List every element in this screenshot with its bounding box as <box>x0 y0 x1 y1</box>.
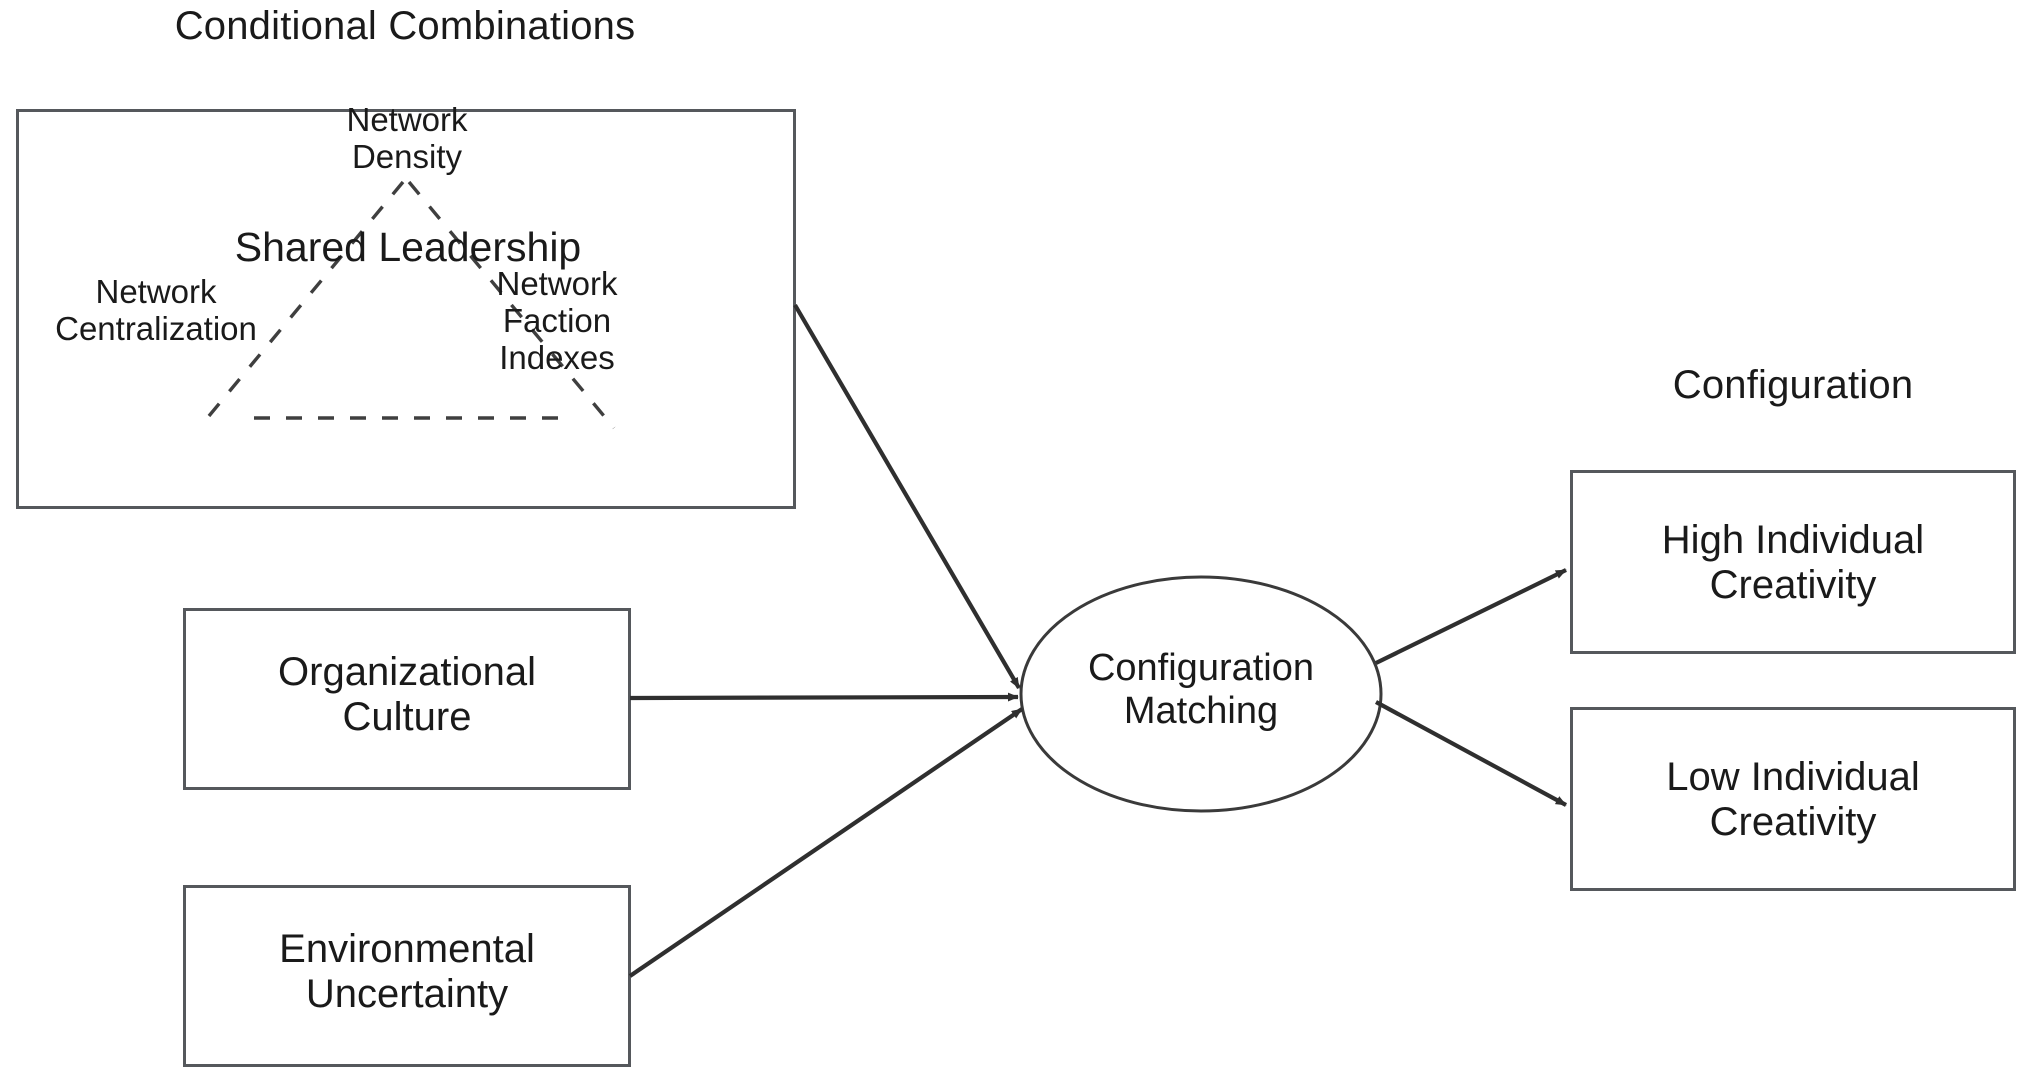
configuration-title: Configuration <box>1672 363 1914 407</box>
edge-uncertainty-to-matching <box>628 707 1024 978</box>
organizational-culture-label: Organizational Culture <box>278 650 536 739</box>
edge-shared-leadership-to-matching <box>793 303 1021 690</box>
shared-leadership-label: Shared Leadership <box>234 224 582 270</box>
triangle-vertex-network-centralization: Network Centralization <box>55 273 257 347</box>
triangle-left-edge <box>197 180 405 430</box>
triangle-right-edge <box>407 180 616 430</box>
environmental-uncertainty-label: Environmental Uncertainty <box>279 927 535 1016</box>
triangle-vertex-network-faction-indexes: Network Faction Indexes <box>496 265 618 376</box>
low-individual-creativity-box[interactable] <box>1570 707 2016 891</box>
high-individual-creativity-label: High Individual Creativity <box>1661 518 1925 607</box>
triangle-vertex-network-density: Network Density <box>346 101 468 175</box>
edge-culture-to-matching <box>629 692 1019 702</box>
shared-leadership-triangle <box>197 180 616 430</box>
organizational-culture-box[interactable] <box>183 608 631 790</box>
high-individual-creativity-box[interactable] <box>1570 470 2016 654</box>
environmental-uncertainty-box[interactable] <box>183 885 631 1067</box>
conditional-combinations-title: Conditional Combinations <box>174 4 636 48</box>
configuration-matching-label: Configuration Matching <box>1087 647 1315 732</box>
conditional-combinations-box[interactable] <box>16 109 796 509</box>
configuration-matching-ellipse[interactable] <box>1019 575 1383 813</box>
edge-matching-to-high <box>1375 568 1567 665</box>
edge-matching-to-low <box>1374 700 1568 807</box>
low-individual-creativity-label: Low Individual Creativity <box>1666 755 1920 844</box>
